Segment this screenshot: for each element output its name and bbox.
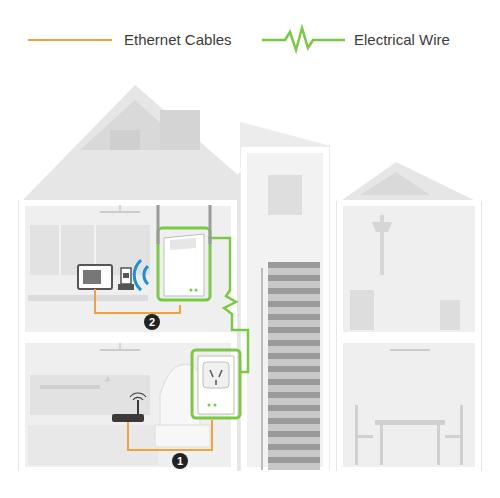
microwave (78, 265, 112, 289)
router (112, 414, 144, 422)
wifi-adapter (134, 205, 210, 300)
powerline-adapter (192, 350, 240, 418)
callout-number: 1 (172, 453, 188, 469)
lower-room-furniture (28, 343, 210, 465)
right-room-furniture (350, 215, 463, 465)
legend-label: Ethernet Cables (124, 31, 232, 49)
callout-disc (172, 453, 188, 469)
ethernet-cable (128, 420, 212, 450)
legend-label: Electrical Wire (354, 31, 450, 49)
staircase (262, 262, 320, 470)
upper-room-furniture (28, 205, 150, 301)
callout-number: 2 (144, 314, 160, 330)
electrical-wire (208, 238, 248, 372)
wire-sample (262, 28, 345, 50)
ethernet-sample (28, 39, 112, 41)
building (18, 80, 482, 474)
callout-disc (144, 314, 160, 330)
